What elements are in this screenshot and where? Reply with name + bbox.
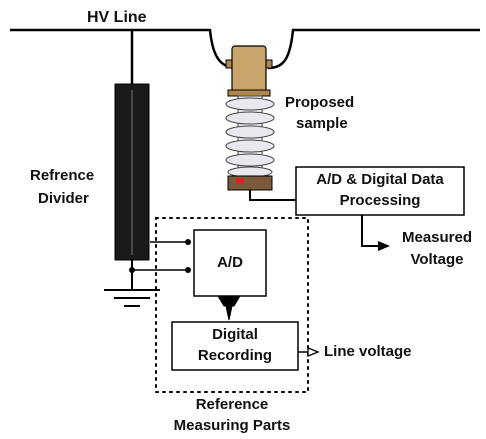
proposed-sample-label-line2: sample (296, 115, 348, 132)
processing-output-wire (361, 215, 378, 247)
reference-measuring-frame (155, 217, 309, 393)
sample-sensor-indicator (236, 178, 244, 184)
sample-bottom-base (227, 175, 273, 191)
ad-input-node-bottom (185, 267, 191, 273)
ad-to-recording-arrow (217, 295, 241, 321)
digital-recording-label-line2: Recording (197, 347, 273, 364)
reference-measuring-parts-label-line1: Reference (195, 396, 269, 413)
sample-insulator (225, 95, 275, 178)
digital-recording-box (171, 321, 299, 371)
measured-voltage-label-line2: Voltage (410, 251, 464, 268)
processing-output-arrowhead (378, 241, 390, 251)
recording-output-arrowhead (307, 347, 320, 357)
reference-divider-label-line2: Divider (38, 190, 89, 207)
ad-input-node-top (185, 239, 191, 245)
measured-voltage-label-line1: Measured (401, 229, 473, 246)
digital-recording-label-line1: Digital (212, 326, 258, 343)
sample-top-cap (231, 45, 267, 93)
sample-base-flange (227, 89, 271, 97)
reference-divider-label-line1: Refrence (30, 167, 95, 184)
line-voltage-label: Line voltage (324, 343, 412, 360)
ad-processing-box (295, 166, 465, 216)
reference-measuring-parts-label-line2: Measuring Parts (173, 417, 291, 434)
ad-processing-label-line1: A/D & Digital Data (316, 171, 444, 188)
ad-processing-label-line2: Processing (339, 192, 421, 209)
ad-converter-label: A/D (217, 254, 243, 271)
proposed-sample-label-line1: Proposed (285, 94, 355, 111)
hv-line-label: HV Line (87, 9, 147, 26)
sample-to-processing-wire (249, 190, 300, 201)
